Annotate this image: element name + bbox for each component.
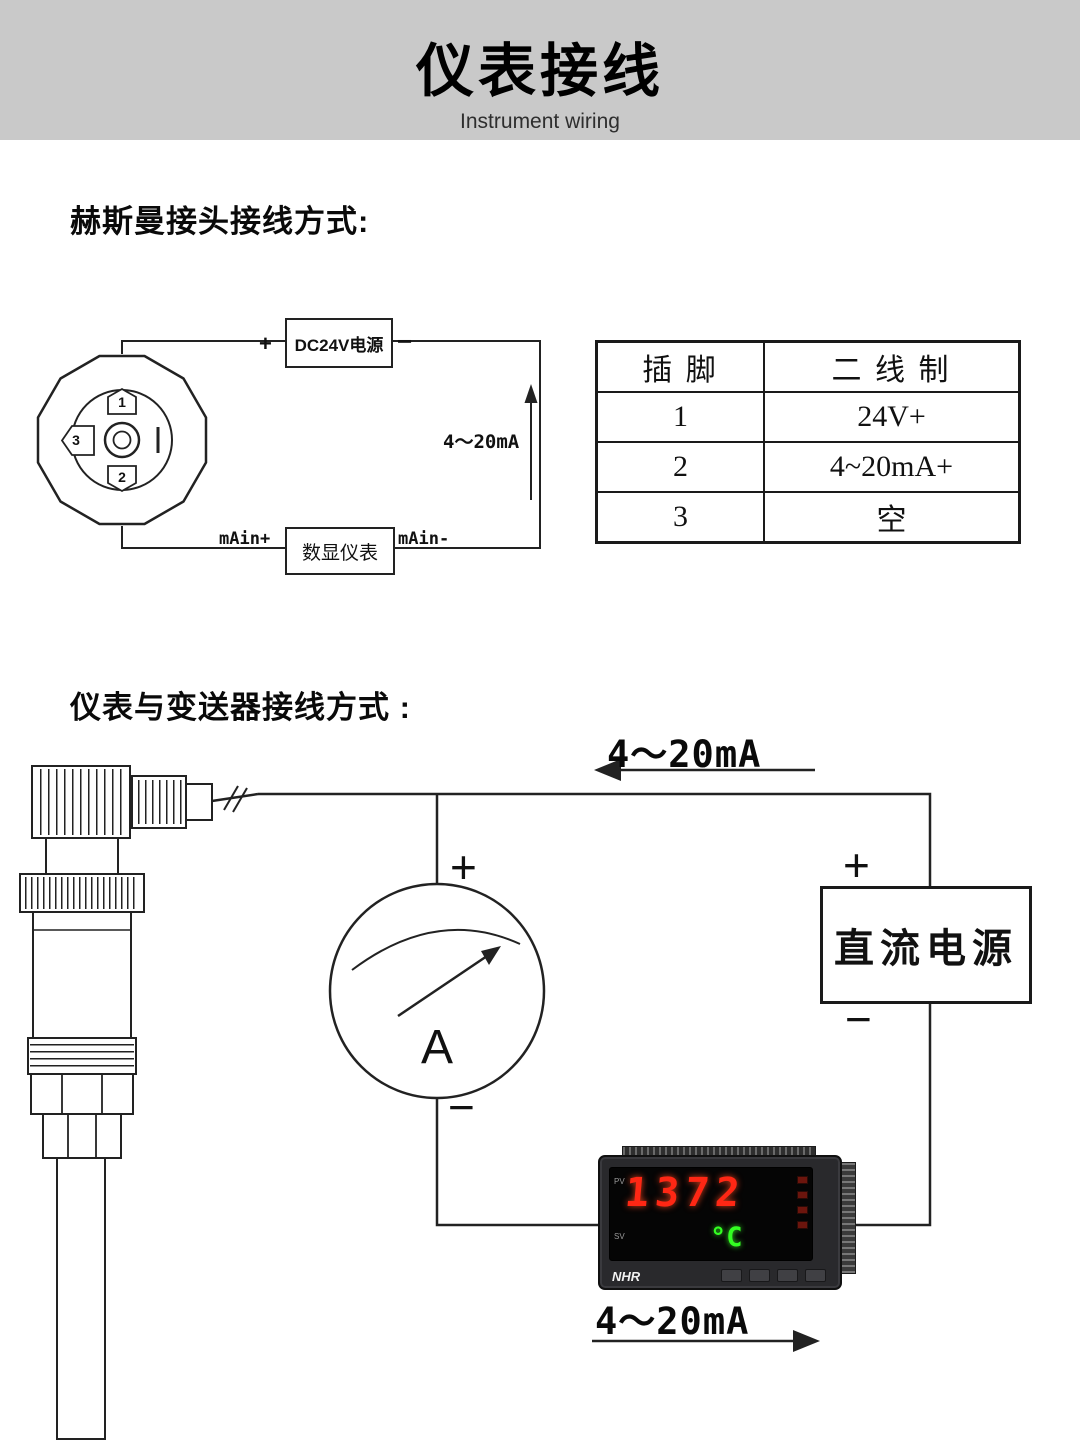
pin3-number: 3 <box>72 432 80 448</box>
page-header: 仪表接线 Instrument wiring <box>0 0 1080 140</box>
alarm-indicator <box>797 1191 808 1199</box>
power-minus-sign: − <box>397 326 413 356</box>
table-header-pin: 插 脚 <box>598 343 765 391</box>
needle-arrowhead <box>481 946 501 965</box>
current-label-bottom: 4～20mA <box>595 1300 750 1343</box>
table-row: 3 空 <box>598 491 1018 541</box>
meter-button <box>749 1269 770 1282</box>
digital-panel-meter: PV 1372 SV °C NHR <box>598 1146 856 1290</box>
table-cell-pin: 3 <box>598 493 765 541</box>
meter-display: PV 1372 SV °C <box>609 1167 813 1261</box>
transmitter-drawing <box>19 765 213 1440</box>
transmitter-cable <box>211 785 259 813</box>
current-label-top: 4～20mA <box>607 733 762 776</box>
pv-tag: PV <box>614 1177 625 1186</box>
ammeter-unit-label: A <box>420 1021 453 1074</box>
table-row: 1 24V+ <box>598 391 1018 441</box>
sv-tag: SV <box>614 1232 625 1241</box>
pin2-number: 2 <box>118 469 126 485</box>
power-plus-sign: + <box>259 331 272 356</box>
sv-value-display: °C <box>710 1222 743 1253</box>
dc-supply-box: 直流电源 <box>820 886 1032 1004</box>
dc-supply-plus-sign: + <box>843 839 870 891</box>
table-row: 2 4~20mA+ <box>598 441 1018 491</box>
meter-button <box>805 1269 826 1282</box>
table-cell-signal: 空 <box>876 504 907 537</box>
pin-wiring-table: 插 脚 二 线 制 1 24V+ 2 4~20mA+ 3 空 <box>595 340 1021 544</box>
meter-button-row <box>721 1269 826 1282</box>
section1-title: 赫斯曼接头接线方式: <box>70 204 370 239</box>
page-subtitle: Instrument wiring <box>460 110 620 133</box>
ammeter-plus-sign: + <box>450 841 477 893</box>
meter-button <box>777 1269 798 1282</box>
table-cell-pin: 2 <box>598 443 765 491</box>
pv-value-display: 1372 <box>622 1170 748 1216</box>
table-header-row: 插 脚 二 线 制 <box>598 343 1018 391</box>
alarm-indicator <box>797 1221 808 1229</box>
table-cell-signal: 4~20mA+ <box>829 450 954 483</box>
main-minus-label: mAin- <box>398 529 450 549</box>
alarm-indicator <box>797 1176 808 1184</box>
meter-button <box>721 1269 742 1282</box>
table-header-two-wire: 二 线 制 <box>831 354 952 387</box>
table-cell-pin: 1 <box>598 393 765 441</box>
current-label-d1: 4～20mA <box>443 431 520 453</box>
meter-bezel: PV 1372 SV °C NHR <box>598 1155 842 1290</box>
alarm-indicator-column <box>797 1176 808 1229</box>
page-title: 仪表接线 <box>415 39 664 104</box>
main-plus-label: mAin+ <box>219 529 271 549</box>
hirschmann-connector-drawing <box>36 354 208 526</box>
section2-title: 仪表与变送器接线方式 : <box>70 690 411 725</box>
table-cell-signal: 24V+ <box>857 400 926 433</box>
brand-logo: NHR <box>612 1269 641 1284</box>
dc24v-power-box: DC24V电源 <box>285 318 393 368</box>
ammeter-minus-sign: − <box>448 1081 475 1133</box>
pin1-number: 1 <box>118 394 126 410</box>
current-direction-arrow-up <box>524 384 538 500</box>
digital-display-box: 数显仪表 <box>285 527 395 575</box>
alarm-indicator <box>797 1206 808 1214</box>
